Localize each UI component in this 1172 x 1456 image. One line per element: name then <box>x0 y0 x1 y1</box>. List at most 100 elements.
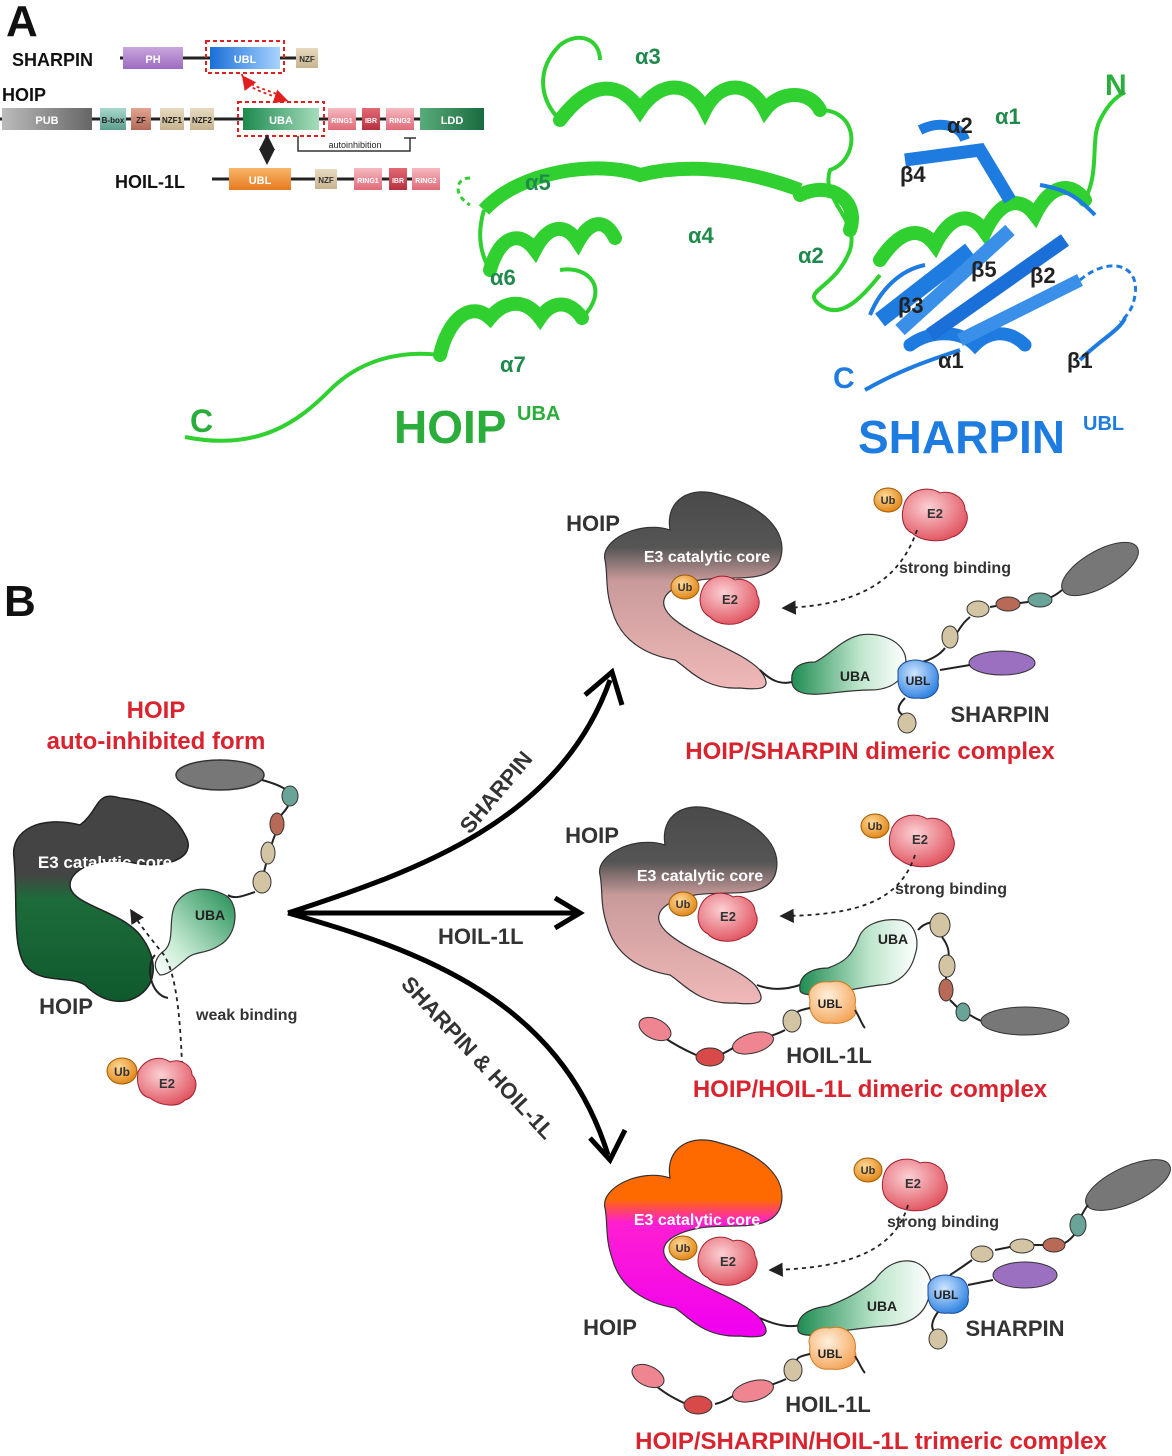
hoil-ring2-label: RING2 <box>415 178 437 185</box>
panel-b-label: B <box>4 577 36 626</box>
auto-inhibited-hoip: HOIP auto-inhibited form E3 catalytic co… <box>12 697 299 1106</box>
c3-ub-label: Ub <box>676 1243 691 1255</box>
hoip-pub-label: PUB <box>35 115 58 127</box>
hoip-ring1-domain <box>328 108 356 130</box>
hoip-uba-highlight <box>237 101 325 137</box>
hoip-nzf2-domain <box>190 108 214 130</box>
left-e2-label: E2 <box>159 1076 175 1091</box>
hoip-uba-title: HOIP <box>394 401 506 453</box>
c2-caption: HOIP/HOIL-1L dimeric complex <box>693 1076 1048 1103</box>
c3-hoip-label: HOIP <box>583 1315 637 1340</box>
c2-core-label: E3 catalytic core <box>637 868 763 885</box>
left-core-label: E3 catalytic core <box>38 853 172 872</box>
c3-e2-label: E2 <box>720 1254 736 1269</box>
hoip-nzf1-label: NZF1 <box>162 116 183 125</box>
hoil-ubl-domain <box>229 168 291 190</box>
hoip-ldd-label: LDD <box>441 115 464 127</box>
c2-ubl-label: UBL <box>818 997 843 1011</box>
c2-hoip-label: HOIP <box>565 823 619 848</box>
hoip-zf-label: ZF <box>136 116 146 125</box>
c3-uba-label: UBA <box>867 1298 897 1314</box>
sharpin-ubl-structure <box>864 119 1138 392</box>
hoip-helix-a4: α4 <box>688 223 715 248</box>
hoip-ring2-domain <box>386 108 414 130</box>
hoip-helix-a5: α5 <box>525 170 551 195</box>
c2-uba-label: UBA <box>878 931 908 947</box>
hoip-helix-a2: α2 <box>798 243 824 268</box>
c2-ub-label: Ub <box>676 899 691 911</box>
hoip-c-terminus-label: C <box>190 403 213 439</box>
sharpin-alpha1: α1 <box>938 348 964 373</box>
hoip-domain-title: HOIP <box>2 85 46 105</box>
complex-hoip-sharpin: HOIP E3 catalytic core Ub E2 Ub E2 stron… <box>566 487 1139 765</box>
c3-strong-binding: strong binding <box>887 1214 999 1231</box>
c3-caption: HOIP/SHARPIN/HOIL-1L trimeric complex <box>635 1428 1107 1455</box>
hoip-ring2-label: RING2 <box>389 118 411 125</box>
sharpin-ubl-label: UBL <box>234 54 257 66</box>
left-hoip-label: HOIP <box>39 994 93 1019</box>
hoip-uba-label: UBA <box>269 115 293 127</box>
c1-free-ub-label: Ub <box>881 495 896 507</box>
hoil-nzf-label: NZF <box>318 176 334 185</box>
sharpin-beta2: β2 <box>1030 263 1056 288</box>
hoip-helix-a1: α1 <box>995 104 1021 129</box>
hoip-helix-a7: α7 <box>500 352 526 377</box>
sharpin-ubl-superscript: UBL <box>1083 413 1124 435</box>
structure-labels: α3 α5 α4 α2 α6 α7 α1 N C C α2 β4 β5 β2 β… <box>190 44 1127 463</box>
sharpin-ph-label: PH <box>145 54 160 66</box>
hoip-uba-structure <box>184 35 1127 443</box>
hoip-ldd-domain <box>420 108 484 130</box>
hoip-nzf1-domain <box>160 108 184 130</box>
sharpin-alpha2: α2 <box>947 113 973 138</box>
sharpin-beta3: β3 <box>898 293 924 318</box>
c2-strong-binding: strong binding <box>895 881 1007 898</box>
c1-ubl-label: UBL <box>906 674 931 688</box>
sharpin-domain-diagram: SHARPIN PH UBL NZF <box>12 40 318 104</box>
hoip-uba-domain <box>243 108 319 130</box>
c3-hoil-label: HOIL-1L <box>785 1392 871 1417</box>
c1-uba-label: UBA <box>840 668 870 684</box>
hoip-pub-domain <box>2 108 92 130</box>
hoil-ring1-domain <box>354 168 382 190</box>
hoip-helix-a3: α3 <box>635 44 661 69</box>
sharpin-beta1: β1 <box>1067 348 1093 373</box>
autoinhibited-title-line2: auto-inhibited form <box>47 728 266 755</box>
hoil-nzf-domain <box>315 169 337 189</box>
sharpin-beta4: β4 <box>900 162 926 187</box>
sharpin-nzf-label: NZF <box>299 55 315 64</box>
c1-core-label: E3 catalytic core <box>644 549 770 566</box>
c2-free-ub-label: Ub <box>868 821 883 833</box>
c3-ubl-hoil-label: UBL <box>818 1347 843 1361</box>
complex-hoip-hoil: HOIP E3 catalytic core Ub E2 Ub E2 stron… <box>565 806 1070 1103</box>
sharpin-ubl-title: SHARPIN <box>858 411 1065 463</box>
sharpin-nzf-domain <box>296 48 318 68</box>
autoinhibition-label: autoinhibition <box>328 140 381 150</box>
c1-strong-binding: strong binding <box>899 560 1011 577</box>
panel-a-label: A <box>6 0 38 46</box>
sharpin-beta5: β5 <box>971 257 997 282</box>
c3-free-ub-label: Ub <box>861 1165 876 1177</box>
hoip-bbox-label: B-box <box>102 116 125 125</box>
left-ub-label: Ub <box>114 1065 130 1079</box>
c2-free-e2-label: E2 <box>912 832 928 847</box>
sharpin-ubl-domain <box>210 47 280 69</box>
complex-trimeric: E3 catalytic core Ub E2 Ub E2 strong bin… <box>583 1139 1171 1455</box>
weak-binding-label: weak binding <box>195 1007 297 1024</box>
c1-caption: HOIP/SHARPIN dimeric complex <box>685 738 1055 765</box>
hoil-domain-diagram: HOIL-1L UBL NZF RING1 IBR RING2 <box>115 168 440 192</box>
transition-arrows: SHARPIN HOIL-1L SHARPIN & HOIL-1L <box>287 667 628 1165</box>
hoil-ubl-label: UBL <box>249 175 272 187</box>
c1-free-e2-label: E2 <box>927 506 943 521</box>
hoil-domain-title: HOIL-1L <box>115 172 185 192</box>
c2-hoil-label: HOIL-1L <box>786 1043 872 1068</box>
hoil-ibr-domain <box>389 168 407 190</box>
c3-sharpin-label: SHARPIN <box>965 1316 1064 1341</box>
c1-sharpin-label: SHARPIN <box>950 702 1049 727</box>
hoip-ring1-label: RING1 <box>331 118 353 125</box>
hoil-ring1-label: RING1 <box>357 178 379 185</box>
hoip-bbox-domain <box>100 108 126 130</box>
hoip-ibr-label: IBR <box>365 118 377 125</box>
sharpin-ubl-highlight <box>205 40 285 74</box>
n-terminus-label: N <box>1105 69 1127 102</box>
